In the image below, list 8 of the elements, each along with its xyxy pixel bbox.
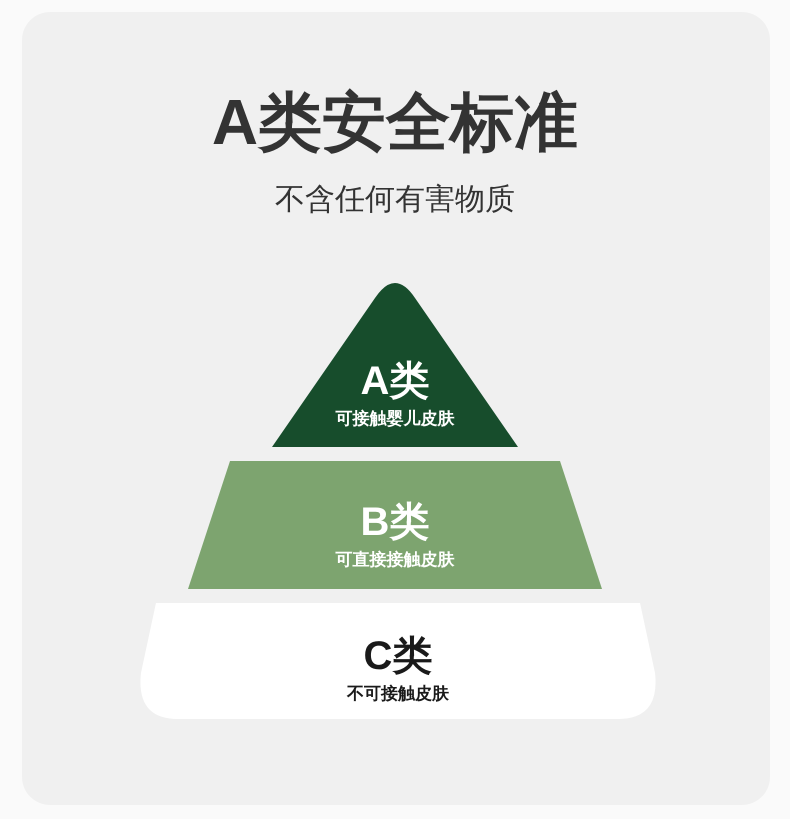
tier-heading: C类 bbox=[364, 633, 432, 680]
tier-heading: A类 bbox=[360, 358, 430, 404]
tier-description: 不可接触皮肤 bbox=[347, 683, 449, 705]
tier-description: 可直接接触皮肤 bbox=[336, 549, 454, 571]
title: A类安全标准 bbox=[212, 85, 578, 160]
tier-description: 可接触婴儿皮肤 bbox=[336, 408, 454, 430]
subtitle: 不含任何有害物质 bbox=[275, 182, 515, 218]
tier-heading: B类 bbox=[360, 499, 430, 546]
